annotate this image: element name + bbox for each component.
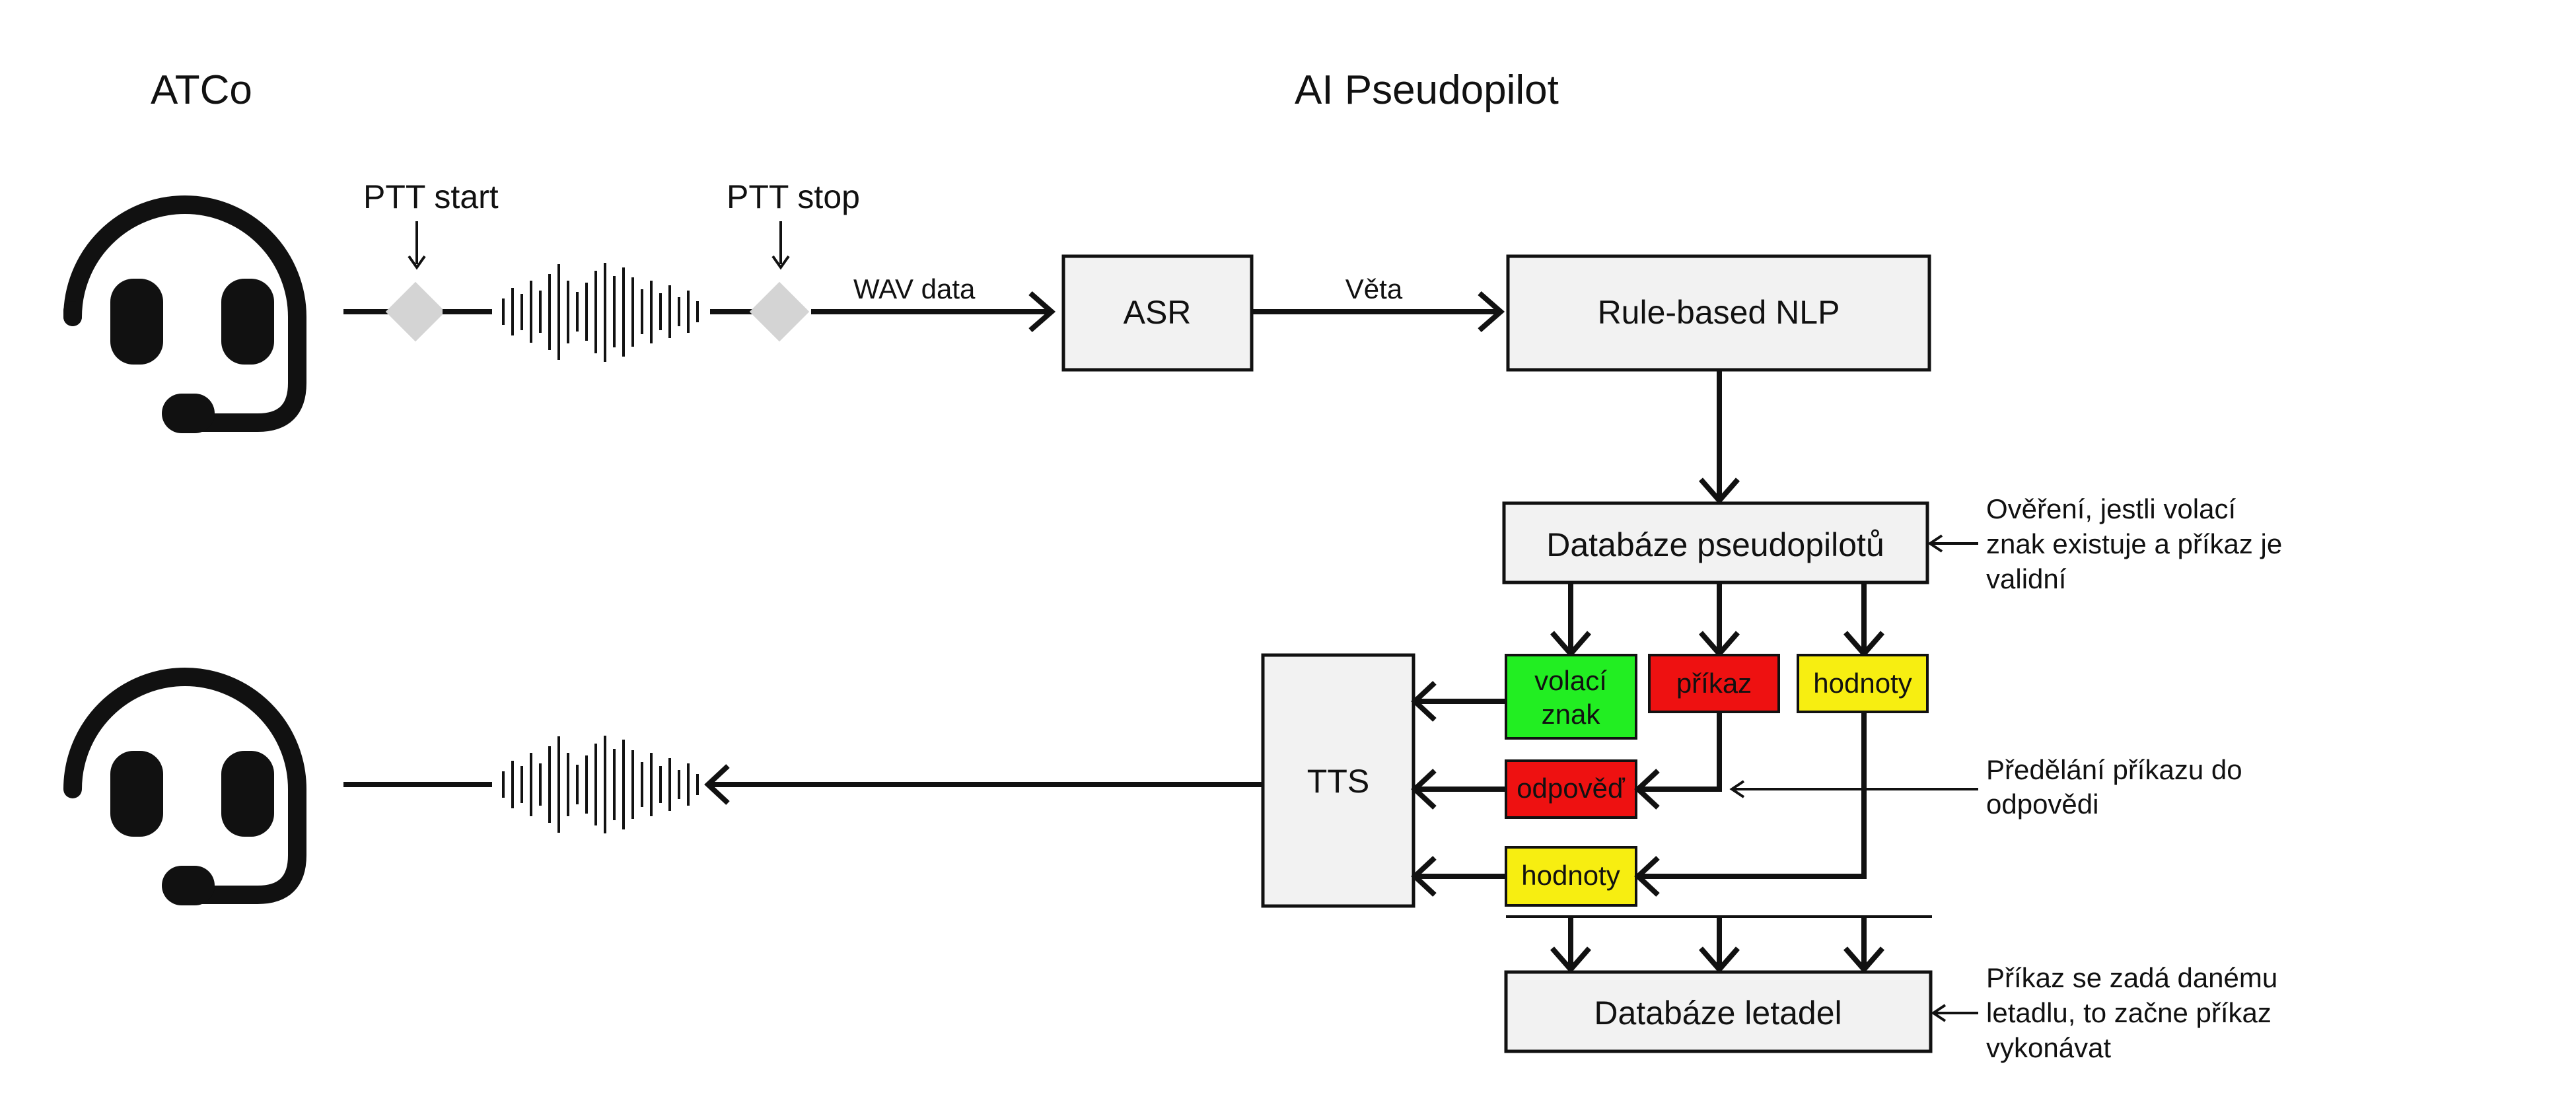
- ptt-start-label: PTT start: [363, 178, 499, 215]
- atco-heading: ATCo: [151, 67, 252, 113]
- tag-prikaz-text: příkaz: [1676, 668, 1752, 699]
- tag-odpoved-text: odpověď: [1517, 773, 1626, 804]
- tag-prikaz: [1648, 654, 1780, 713]
- note-prikaz-1: Příkaz se zadá danému: [1986, 962, 2277, 993]
- tag-hodnoty-top: [1797, 654, 1929, 713]
- sound-wave-icon: [502, 263, 699, 362]
- asr-label: ASR: [1124, 294, 1192, 331]
- note-overeni-1: Ověření, jestli volací: [1986, 493, 2236, 524]
- note-prikaz-2: letadlu, to začne příkaz: [1986, 997, 2272, 1028]
- pseudopilot-heading: AI Pseudopilot: [1295, 67, 1559, 113]
- ptt-stop-label: PTT stop: [727, 178, 860, 215]
- arrowhead: [1028, 291, 1056, 333]
- tag-odpoved: [1505, 759, 1637, 819]
- db-pseudopilots-box: [1502, 501, 1929, 584]
- tag-hodnoty-bottom-text: hodnoty: [1521, 860, 1620, 891]
- db-pseudopilots-label: Databáze pseudopilotů: [1546, 526, 1884, 563]
- note-prikaz-3: vykonávat: [1986, 1032, 2111, 1063]
- note-overeni-2: znak existuje a příkaz je: [1986, 528, 2282, 559]
- db-letadel-box: [1504, 970, 1933, 1053]
- note-overeni-3: validní: [1986, 563, 2067, 594]
- nlp-box: [1506, 254, 1931, 372]
- tag-hodnoty-top-text: hodnoty: [1813, 668, 1912, 699]
- note-predelani-2: odpovědi: [1986, 788, 2098, 820]
- tts-box: [1261, 653, 1415, 908]
- headset-icon: [63, 668, 306, 905]
- nlp-label: Rule-based NLP: [1598, 294, 1840, 331]
- ptt-diamond-icon: [385, 281, 446, 342]
- headset-icon: [63, 195, 306, 433]
- tts-label: TTS: [1307, 763, 1369, 800]
- tag-volaci-znak: [1505, 654, 1637, 740]
- tag-hodnoty-bottom: [1505, 846, 1637, 907]
- db-letadel-label: Databáze letadel: [1594, 995, 1842, 1032]
- tag-volaci-text-2: znak: [1542, 699, 1601, 730]
- sound-wave-icon: [502, 736, 699, 833]
- tag-volaci-text-1: volací: [1534, 665, 1607, 696]
- note-predelani-1: Předělání příkazu do: [1986, 754, 2242, 785]
- veta-label: Věta: [1345, 273, 1403, 304]
- wav-data-label: WAV data: [853, 273, 976, 304]
- ptt-diamond-icon: [749, 281, 810, 342]
